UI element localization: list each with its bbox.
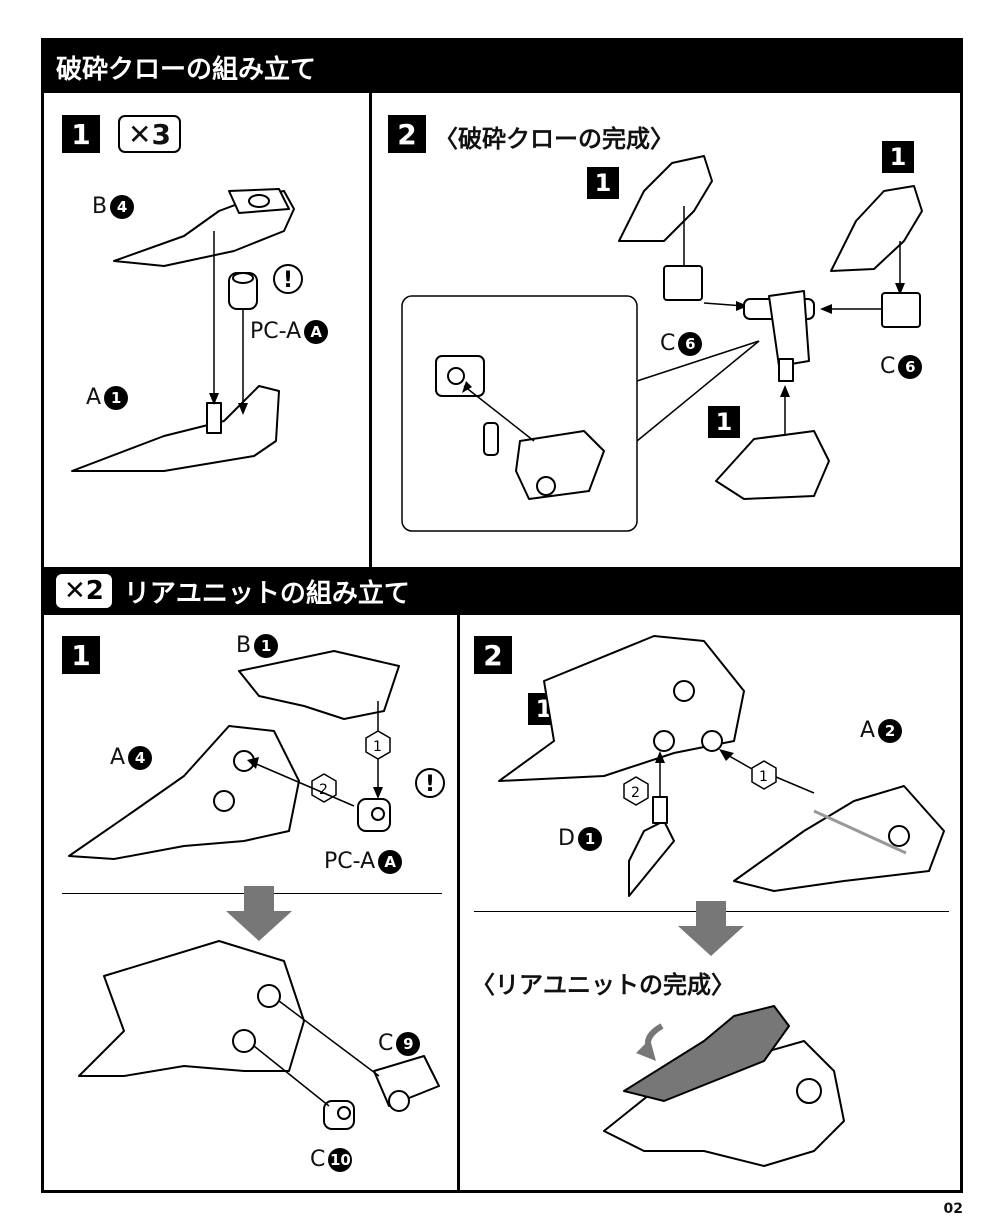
- multiplier-badge: ✕2: [56, 574, 112, 608]
- subassembly-ref: 1: [587, 167, 619, 199]
- svg-text:2: 2: [319, 782, 328, 798]
- svg-text:2: 2: [631, 785, 640, 801]
- completion-title: 〈リアユニットの完成〉: [471, 971, 735, 999]
- svg-text:1: 1: [373, 739, 382, 755]
- svg-text:!: !: [425, 772, 435, 797]
- vertical-divider: [369, 93, 372, 567]
- subassembly-ref: 1: [708, 406, 740, 438]
- rear-step2-diagram: 1 2: [498, 635, 945, 1167]
- step-number: 2: [474, 636, 512, 674]
- rear-step1-diagram: ! 1 2: [68, 650, 445, 1130]
- section-title: リアユニットの組み立て: [123, 578, 410, 609]
- svg-text:1: 1: [759, 769, 768, 785]
- step-title: 〈破砕クローの完成〉: [434, 125, 674, 153]
- claw-step2-diagram: [401, 155, 923, 532]
- claw-step1-diagram: !: [71, 188, 303, 472]
- section-header-rear-unit: ✕2 リアユニットの組み立て: [44, 567, 960, 615]
- step-number: 1: [62, 636, 100, 674]
- step-number: 1: [62, 115, 100, 153]
- svg-text:!: !: [283, 268, 293, 293]
- vertical-divider: [457, 615, 460, 1193]
- subassembly-ref: 1: [882, 141, 914, 173]
- section-title: 破砕クローの組み立て: [56, 54, 317, 85]
- page-number: 02: [943, 1201, 963, 1217]
- section-header-claw: 破砕クローの組み立て: [44, 41, 960, 93]
- multiplier-badge: ✕3: [118, 115, 181, 153]
- step-number: 2: [388, 115, 426, 153]
